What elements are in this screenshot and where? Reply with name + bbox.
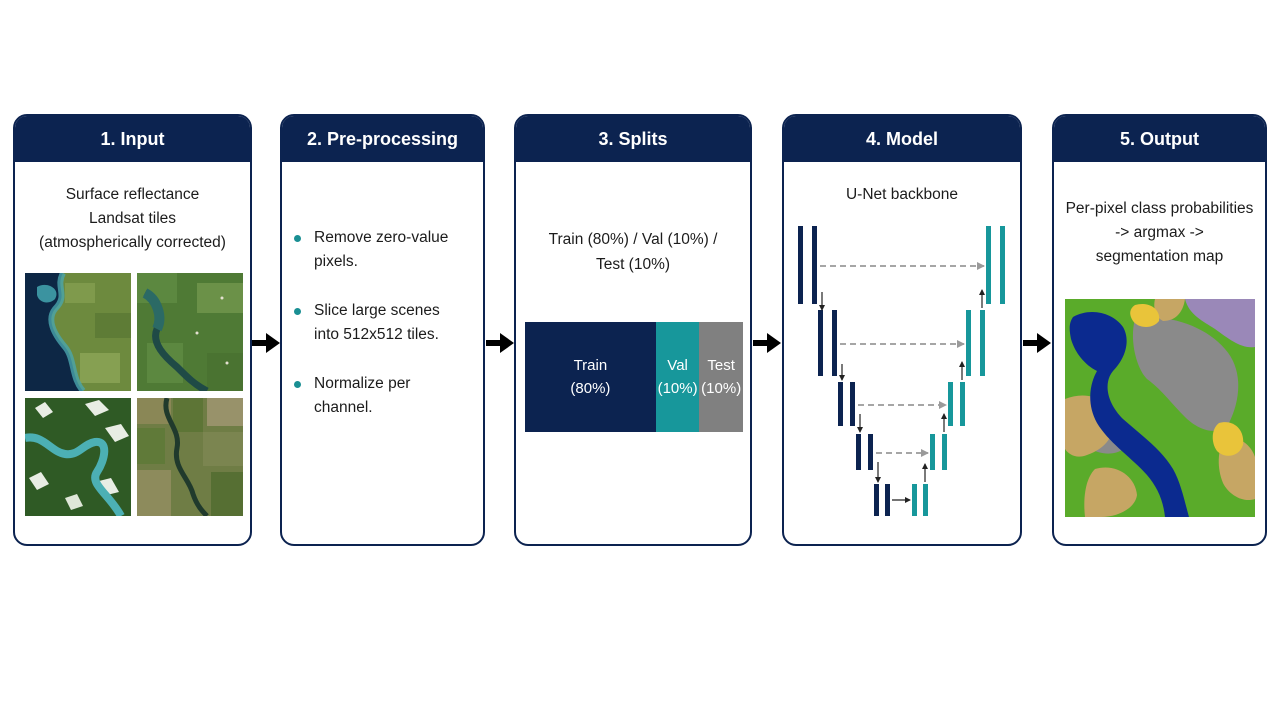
split-segment-test: Test (10%) <box>699 322 743 432</box>
encoder-block <box>798 226 817 304</box>
unet-diagram <box>798 226 1005 516</box>
preprocessing-panel-title: 2. Pre-processing <box>282 116 483 162</box>
input-description: Surface reflectance Landsat tiles (atmos… <box>15 183 250 255</box>
step-text: Slice large scenes <box>314 302 440 319</box>
splits-description-line: Train (80%) / Val (10%) / <box>548 231 718 248</box>
step-text: channel. <box>314 399 373 416</box>
segment-percent: (80%) <box>570 380 611 397</box>
segment-percent: (10%) <box>701 380 742 397</box>
input-description-line: (atmospherically corrected) <box>39 234 226 251</box>
bullet-icon <box>294 308 301 315</box>
preprocessing-step: Slice large scenes into 512x512 tiles. <box>294 299 448 347</box>
encoder-block <box>818 310 837 376</box>
arrow-right-icon <box>753 333 781 353</box>
step-text: Remove zero-value <box>314 229 449 246</box>
encoder-block <box>856 434 873 470</box>
splits-description-line: Test (10%) <box>595 256 671 273</box>
output-panel-title: 5. Output <box>1054 116 1265 162</box>
preprocessing-step: Remove zero-value pixels. <box>294 226 448 274</box>
arrow-right-icon <box>1023 333 1051 353</box>
decoder-block <box>948 382 965 426</box>
input-panel: 1. Input Surface reflectance Landsat til… <box>13 114 252 546</box>
decoder-block <box>912 484 928 516</box>
input-description-line: Surface reflectance <box>65 186 200 203</box>
segment-label: Train <box>573 357 608 374</box>
preprocessing-steps-list: Remove zero-value pixels. Slice large sc… <box>294 226 448 445</box>
model-panel: 4. Model U-Net backbone <box>782 114 1022 546</box>
segment-label: Val <box>667 357 688 374</box>
bottleneck-block <box>874 484 890 516</box>
segment-label: Test <box>707 357 735 374</box>
encoder-block <box>838 382 855 426</box>
splits-panel: 3. Splits Train (80%) / Val (10%) / Test… <box>514 114 752 546</box>
output-panel: 5. Output Per-pixel class probabilities … <box>1052 114 1267 546</box>
splits-description: Train (80%) / Val (10%) / Test (10%) <box>516 227 750 277</box>
input-panel-title: 1. Input <box>15 116 250 162</box>
preprocessing-step: Normalize per channel. <box>294 372 448 420</box>
segmentation-map <box>1065 299 1255 517</box>
split-segment-train: Train (80%) <box>525 322 656 432</box>
satellite-tile-river <box>137 273 243 391</box>
arrow-right-icon <box>252 333 280 353</box>
decoder-block <box>930 434 947 470</box>
output-description-line: -> argmax -> <box>1115 224 1204 241</box>
output-description: Per-pixel class probabilities -> argmax … <box>1054 197 1265 269</box>
model-panel-title: 4. Model <box>784 116 1020 162</box>
output-description-line: Per-pixel class probabilities <box>1065 200 1254 217</box>
step-text: Normalize per <box>314 375 411 392</box>
bullet-icon <box>294 381 301 388</box>
split-bar: Train (80%) Val (10%) Test (10%) <box>525 322 743 432</box>
model-subtitle: U-Net backbone <box>845 186 958 203</box>
split-segment-val: Val (10%) <box>655 322 700 432</box>
output-description-line: segmentation map <box>1095 248 1224 265</box>
input-description-line: Landsat tiles <box>88 210 177 227</box>
segment-percent: (10%) <box>657 380 698 397</box>
bullet-icon <box>294 235 301 242</box>
splits-panel-title: 3. Splits <box>516 116 750 162</box>
arrow-right-icon <box>486 333 514 353</box>
satellite-tile-coastal <box>25 273 131 391</box>
step-text: into 512x512 tiles. <box>314 326 439 343</box>
decoder-block <box>966 310 985 376</box>
satellite-tile-farmland-river <box>137 398 243 516</box>
preprocessing-panel: 2. Pre-processing Remove zero-value pixe… <box>280 114 485 546</box>
decoder-block <box>986 226 1005 304</box>
satellite-tile-mountain-river <box>25 398 131 516</box>
step-text: pixels. <box>314 253 358 270</box>
